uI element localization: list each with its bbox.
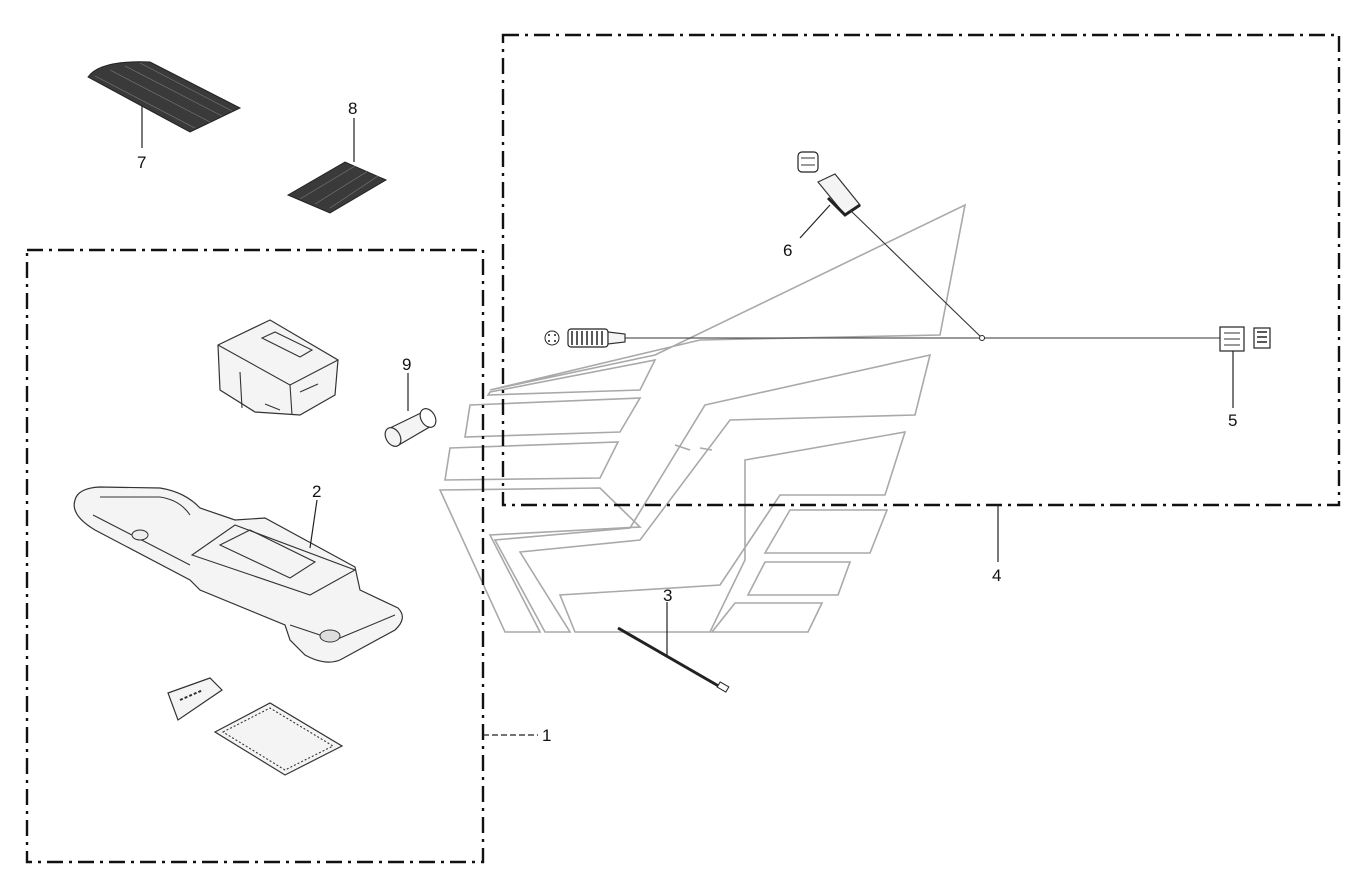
callout-1: 1: [542, 726, 551, 745]
callout-3: 3: [663, 586, 672, 605]
wiring-harness-part: [544, 209, 1220, 348]
callout-4: 4: [992, 566, 1001, 585]
group-box-wiring-kit: [501, 33, 1341, 507]
leader-6: [799, 204, 831, 239]
callout-6: 6: [783, 241, 792, 260]
callout-7: 7: [137, 153, 146, 172]
console-tray-part: [73, 486, 403, 663]
callout-8: 8: [348, 99, 357, 118]
pcb-small-part: [167, 677, 223, 721]
group-box-console: [25, 248, 485, 864]
spacer-cylinder-part: [384, 408, 437, 447]
bracket-housing-part: [217, 319, 339, 416]
relay-connector-part: [797, 151, 861, 217]
rubber-mat-large-part: [87, 61, 242, 133]
vehicle-outline-ghost: [438, 203, 967, 633]
harness-connector-part: [1219, 326, 1271, 352]
gasket-frame-part: [213, 702, 344, 776]
callout-2: 2: [312, 482, 321, 501]
callout-9: 9: [402, 355, 411, 374]
leader-2: [309, 499, 318, 549]
cable-tie-part: [617, 626, 730, 693]
rubber-mat-small-part: [286, 161, 388, 214]
callout-5: 5: [1228, 411, 1237, 430]
